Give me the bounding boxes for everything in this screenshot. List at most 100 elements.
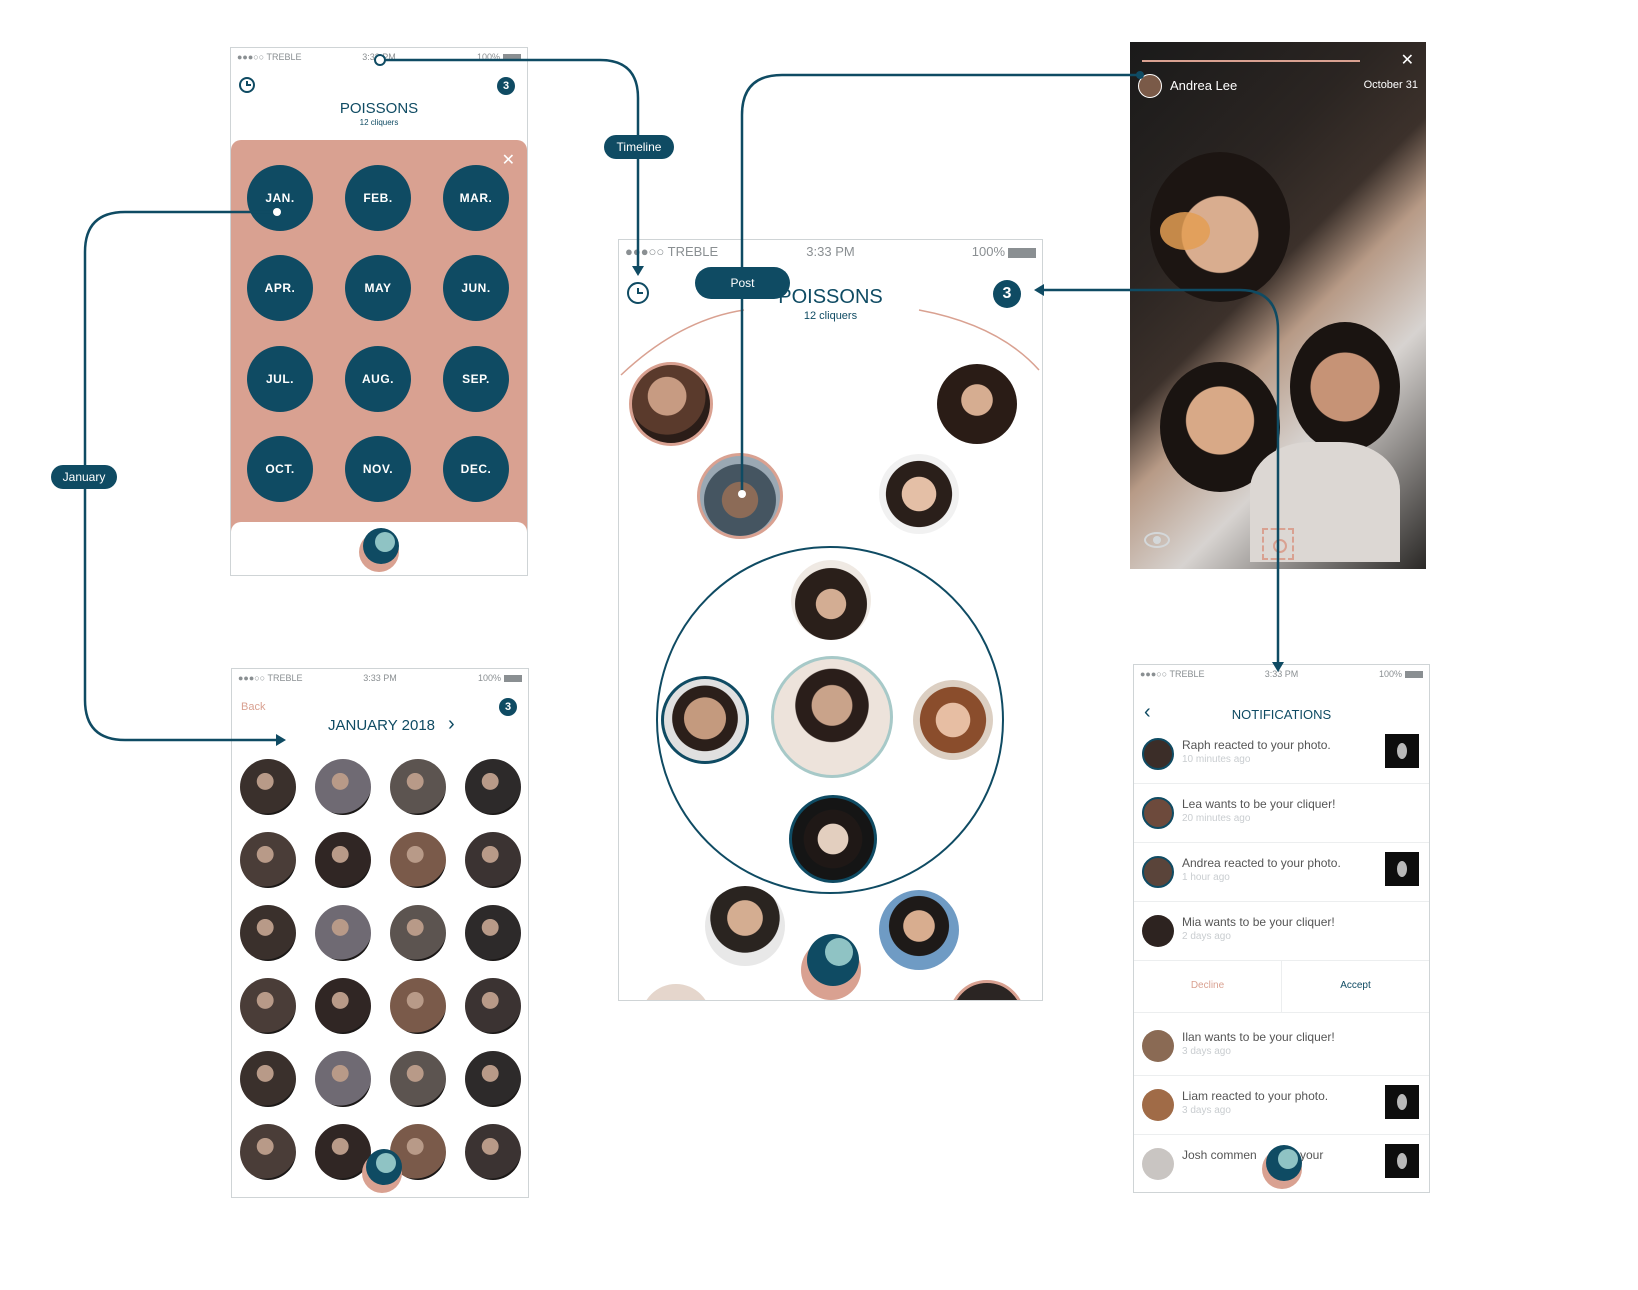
grid-photo[interactable]	[465, 1124, 521, 1180]
close-icon[interactable]: ✕	[1400, 52, 1414, 69]
notification-item[interactable]: Raph reacted to your photo. 10 minutes a…	[1134, 724, 1429, 784]
month-may[interactable]: MAY	[345, 255, 411, 321]
notification-item[interactable]: Mia wants to be your cliquer! 2 days ago	[1134, 901, 1429, 961]
months-screen: ●●●○○ TREBLE 3:33 PM 100% 3 POISSONS 12 …	[230, 47, 528, 576]
notification-text: Lea wants to be your cliquer!	[1182, 797, 1336, 811]
photo-thumbnail[interactable]	[1385, 852, 1419, 886]
story-screen: ✕ Andrea Lee October 31	[1130, 42, 1426, 569]
notifications-screen: ●●●○○ TREBLE 3:33 PM 100% ‹ NOTIFICATION…	[1133, 664, 1430, 1193]
notification-text: Josh commen	[1182, 1148, 1257, 1162]
cliquer-avatar[interactable]	[879, 890, 959, 970]
cliquer-avatar[interactable]	[629, 362, 713, 446]
notification-text: Mia wants to be your cliquer!	[1182, 915, 1335, 929]
post-fab-button[interactable]	[1260, 1143, 1306, 1189]
grid-photo[interactable]	[390, 832, 446, 888]
status-bar: ●●●○○ TREBLE 3:33 PM 100%	[232, 669, 528, 687]
back-link[interactable]: Back	[241, 701, 266, 713]
cliquer-avatar[interactable]	[661, 676, 749, 764]
avatar	[1142, 1148, 1174, 1180]
history-clock-icon[interactable]	[239, 77, 255, 93]
grid-photo[interactable]	[240, 978, 296, 1034]
month-oct[interactable]: OCT.	[247, 436, 313, 502]
next-month-chevron-icon[interactable]: ›	[448, 713, 455, 735]
cliquer-avatar[interactable]	[705, 886, 785, 966]
month-apr[interactable]: APR.	[247, 255, 313, 321]
cliquer-avatar[interactable]	[697, 453, 783, 539]
notification-badge[interactable]: 3	[497, 77, 515, 95]
battery-label: 100%	[1379, 669, 1423, 679]
notification-text: Raph reacted to your photo.	[1182, 738, 1331, 752]
decline-button[interactable]: Decline	[1134, 960, 1282, 1012]
grid-photo[interactable]	[315, 978, 371, 1034]
grid-photo[interactable]	[390, 905, 446, 961]
grid-photo[interactable]	[465, 1051, 521, 1107]
grid-photo[interactable]	[315, 1051, 371, 1107]
accept-button[interactable]: Accept	[1340, 980, 1371, 991]
photo-thumbnail[interactable]	[1385, 734, 1419, 768]
status-bar: ●●●○○ TREBLE 3:33 PM 100%	[1134, 665, 1429, 683]
month-mar[interactable]: MAR.	[443, 165, 509, 231]
cliquer-avatar-self[interactable]	[771, 656, 893, 778]
notification-text: Liam reacted to your photo.	[1182, 1089, 1329, 1103]
cliquer-avatar[interactable]	[641, 984, 711, 1000]
notification-time: 10 minutes ago	[1182, 754, 1251, 765]
grid-photo[interactable]	[315, 905, 371, 961]
notification-time: 1 hour ago	[1182, 872, 1230, 883]
january-screen: ●●●○○ TREBLE 3:33 PM 100% Back 3 JANUARY…	[231, 668, 529, 1198]
grid-photo[interactable]	[240, 1124, 296, 1180]
history-clock-icon[interactable]	[627, 282, 649, 304]
grid-photo[interactable]	[240, 759, 296, 815]
grid-photo[interactable]	[465, 832, 521, 888]
main-screen: ●●●○○ TREBLE 3:33 PM 100% 3 POISSONS 12 …	[618, 239, 1043, 1001]
grid-photo[interactable]	[390, 978, 446, 1034]
month-jul[interactable]: JUL.	[247, 346, 313, 412]
post-fab-button[interactable]	[360, 1147, 406, 1193]
battery-icon	[503, 54, 521, 62]
time-label: 3:33 PM	[1264, 669, 1299, 679]
grid-photo[interactable]	[465, 759, 521, 815]
grid-photo[interactable]	[315, 759, 371, 815]
post-fab-button[interactable]	[801, 932, 865, 1000]
cliquer-avatar[interactable]	[913, 680, 993, 760]
avatar	[1142, 856, 1174, 888]
grid-photo[interactable]	[315, 832, 371, 888]
notification-item[interactable]: Josh commen your	[1134, 1134, 1429, 1192]
post-fab-button[interactable]	[357, 526, 403, 572]
close-icon[interactable]: ✕	[501, 152, 515, 169]
photo-thumbnail[interactable]	[1385, 1144, 1419, 1178]
back-chevron-icon[interactable]: ‹	[1144, 701, 1151, 723]
month-aug[interactable]: AUG.	[345, 346, 411, 412]
story-author[interactable]: Andrea Lee	[1170, 78, 1238, 93]
photo-thumbnail[interactable]	[1385, 1085, 1419, 1119]
month-dec[interactable]: DEC.	[443, 436, 509, 502]
grid-photo[interactable]	[240, 1051, 296, 1107]
grid-photo[interactable]	[240, 905, 296, 961]
grid-photo[interactable]	[315, 1124, 371, 1180]
eye-icon[interactable]	[1144, 532, 1170, 548]
month-feb[interactable]: FEB.	[345, 165, 411, 231]
grid-photo[interactable]	[390, 759, 446, 815]
month-sep[interactable]: SEP.	[443, 346, 509, 412]
battery-icon	[504, 675, 522, 683]
notification-item[interactable]: Lea wants to be your cliquer! 20 minutes…	[1134, 783, 1429, 843]
grid-photo[interactable]	[240, 832, 296, 888]
avatar	[1142, 797, 1174, 829]
month-jun[interactable]: JUN.	[443, 255, 509, 321]
notification-item[interactable]: Andrea reacted to your photo. 1 hour ago	[1134, 842, 1429, 902]
cliquer-avatar[interactable]	[791, 560, 871, 640]
grid-photo[interactable]	[465, 905, 521, 961]
notification-badge[interactable]: 3	[499, 698, 517, 716]
screenshot-frame-icon[interactable]	[1262, 528, 1294, 560]
cliquer-avatar[interactable]	[789, 795, 877, 883]
cliquer-avatar[interactable]	[937, 364, 1017, 444]
cliquer-avatar[interactable]	[879, 454, 959, 534]
grid-photo[interactable]	[465, 978, 521, 1034]
month-nov[interactable]: NOV.	[345, 436, 411, 502]
notification-item[interactable]: Ilan wants to be your cliquer! 3 days ag…	[1134, 1016, 1429, 1076]
avatar[interactable]	[1138, 74, 1162, 98]
notification-text-end: your	[1300, 1148, 1324, 1162]
notification-item[interactable]: Liam reacted to your photo. 3 days ago	[1134, 1075, 1429, 1135]
grid-photo[interactable]	[390, 1051, 446, 1107]
month-jan[interactable]: JAN.	[247, 165, 313, 231]
notification-time: 3 days ago	[1182, 1105, 1231, 1116]
